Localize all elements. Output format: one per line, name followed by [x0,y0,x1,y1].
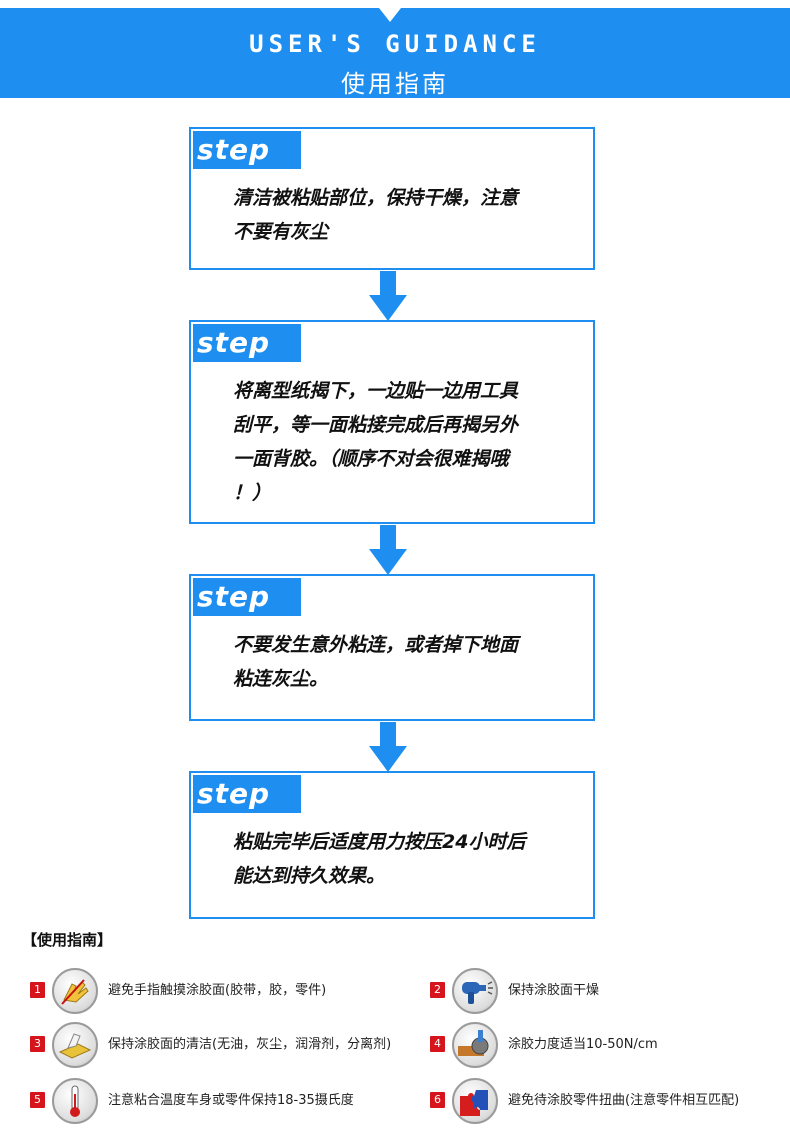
step-4-line-1: 粘贴完毕后适度用力按压24小时后 [233,831,526,853]
step-1-text: 清洁被粘贴部位，保持干燥，注意 不要有灰尘 [233,181,573,249]
header-title-cn: 使用指南 [341,70,449,98]
header-notch [379,8,401,22]
step-2-text: 将离型纸揭下，一边贴一边用工具 刮平，等一面粘接完成后再揭另外 一面背胶。（顺序… [233,374,573,510]
guide-item-text: 避免手指触摸涂胶面(胶带，胶，零件) [108,983,327,998]
step-4-text: 粘贴完毕后适度用力按压24小时后 能达到持久效果。 [233,825,573,893]
guide-item-text: 涂胶力度适当10-50N/cm [508,1037,658,1052]
guide-num-badge: 1 [30,982,45,998]
thermometer-icon [52,1078,98,1124]
step-4-box: step 4 粘贴完毕后适度用力按压24小时后 能达到持久效果。 [189,771,595,919]
hair-dryer-icon [452,968,498,1014]
step-4-label: step 4 [193,775,301,848]
wiping-cloth-icon [52,1022,98,1068]
guide-title: 【使用指南】 [22,931,113,949]
step-2-line-2: 刮平，等一面粘接完成后再揭另外 [233,414,519,436]
step-2-box: step 2 将离型纸揭下，一边贴一边用工具 刮平，等一面粘接完成后再揭另外 一… [189,320,595,524]
tape-roller-icon [452,1022,498,1068]
header-title-en: USER'S GUIDANCE [249,30,541,58]
step-1-label: step 1 [193,131,301,204]
step-2-line-3: 一面背胶。（顺序不对会很难揭哦 [233,448,509,470]
guidance-header: USER'S GUIDANCE 使用指南 [0,8,790,98]
guide-num-badge: 4 [430,1036,445,1052]
guide-item-text: 保持涂胶面的清洁(无油，灰尘，润滑剂，分离剂) [108,1037,392,1052]
step-2-label: step 2 [193,324,301,397]
step-1-box: step 1 清洁被粘贴部位，保持干燥，注意 不要有灰尘 [189,127,595,270]
down-arrow-icon [369,722,407,772]
guide-item-text: 避免待涂胶零件扭曲(注意零件相互匹配) [508,1093,740,1108]
guide-item-text: 保持涂胶面干燥 [508,983,600,998]
down-arrow-icon [369,271,407,321]
guide-num-badge: 2 [430,982,445,998]
step-3-text: 不要发生意外粘连，或者掉下地面 粘连灰尘。 [233,628,573,696]
guide-num-badge: 5 [30,1092,45,1108]
step-2-line-1: 将离型纸揭下，一边贴一边用工具 [233,380,519,402]
step-4-line-2: 能达到持久效果。 [233,865,386,887]
step-1-line-1: 清洁被粘贴部位，保持干燥，注意 [233,187,519,209]
step-3-box: step 3 不要发生意外粘连，或者掉下地面 粘连灰尘。 [189,574,595,721]
guide-num-badge: 3 [30,1036,45,1052]
step-2-line-4: ！） [233,482,272,504]
step-3-line-1: 不要发生意外粘连，或者掉下地面 [233,634,519,656]
guide-item-text: 注意粘合温度车身或零件保持18-35摄氏度 [108,1093,354,1108]
guide-num-badge: 6 [430,1092,445,1108]
step-1-line-2: 不要有灰尘 [233,221,329,243]
glove-hand-icon [52,968,98,1014]
step-3-label: step 3 [193,578,301,651]
step-3-line-2: 粘连灰尘。 [233,668,329,690]
down-arrow-icon [369,525,407,575]
puzzle-pieces-icon [452,1078,498,1124]
